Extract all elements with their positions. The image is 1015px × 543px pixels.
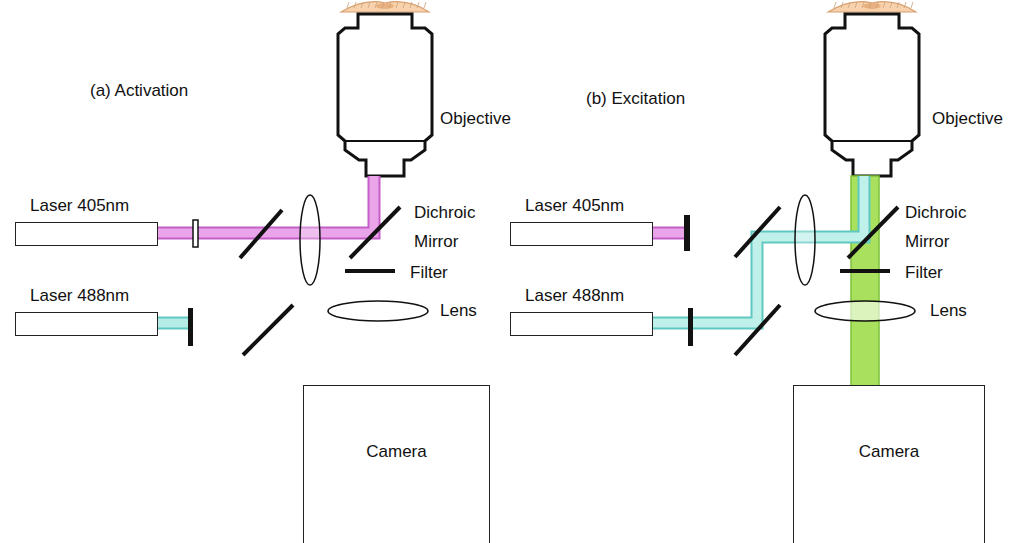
- panel-title: (a) Activation: [90, 80, 188, 101]
- cell-fibre: [354, 2, 356, 8]
- part-label: Filter: [905, 262, 943, 283]
- lens: [328, 301, 428, 321]
- laser-box: Laser 405nm: [15, 222, 158, 246]
- camera-box: Camera: [793, 385, 985, 543]
- cell-sample: [341, 2, 916, 12]
- cell-fibre: [368, 2, 370, 8]
- cyan-beam: [653, 176, 864, 323]
- laser-box: Laser 488nm: [15, 312, 158, 336]
- cell-nucleus: [376, 3, 394, 9]
- violet-beam: [158, 176, 374, 233]
- filter: [840, 269, 890, 273]
- optics: [188, 195, 915, 355]
- cyan-beam: [158, 319, 190, 328]
- cell-fibre: [361, 2, 363, 8]
- cell-fibre: [848, 2, 850, 8]
- cell-fibre: [347, 2, 349, 8]
- cell-fibre: [389, 2, 391, 8]
- objective-ring: [345, 140, 425, 142]
- cell-fibre: [876, 2, 878, 8]
- cell-fibre: [883, 2, 885, 8]
- cell-fibre: [396, 2, 398, 8]
- cell-fibre: [403, 2, 405, 8]
- cell-fibre: [834, 2, 836, 8]
- lens: [815, 301, 915, 321]
- shutter-closed: [684, 215, 690, 251]
- objective-lens: [338, 14, 919, 176]
- camera-box: Camera: [303, 385, 490, 543]
- violet-beam: [653, 229, 686, 238]
- cell-fibre: [890, 2, 892, 8]
- violet-beam: [158, 176, 374, 233]
- cyan-beam: [158, 317, 190, 330]
- cell-fibre: [862, 2, 864, 8]
- cell-fibre: [897, 2, 899, 8]
- lens: [795, 195, 815, 285]
- shutter-open: [193, 220, 198, 247]
- cell-fibre: [855, 2, 857, 8]
- cell-fibre: [410, 2, 412, 8]
- cell-fibre: [911, 2, 913, 8]
- part-label: Lens: [930, 300, 967, 321]
- cyan-beam: [653, 176, 864, 323]
- cell-fibre: [375, 2, 377, 8]
- laser-label: Laser 488nm: [525, 286, 624, 306]
- part-label: Lens: [440, 300, 477, 321]
- dichroic-mirror: [350, 207, 400, 258]
- part-label: Dichroic Mirror: [414, 198, 498, 256]
- cell-fibre: [841, 2, 843, 8]
- violet-beam: [653, 227, 686, 240]
- camera-label: Camera: [366, 442, 426, 462]
- panel-title: (b) Excitation: [586, 88, 685, 109]
- laser-label: Laser 405nm: [525, 196, 624, 216]
- lens: [300, 195, 320, 285]
- part-label: Objective: [440, 108, 511, 129]
- shutter-closed: [188, 308, 193, 346]
- camera-label: Camera: [859, 442, 919, 462]
- cell-fibre: [904, 2, 906, 8]
- cell-sample: [828, 2, 916, 12]
- objective-body: [338, 14, 432, 176]
- objective-body: [825, 14, 919, 176]
- part-label: Objective: [932, 108, 1003, 129]
- cell-nucleus: [863, 3, 881, 9]
- laser-box: Laser 405nm: [510, 222, 653, 246]
- dichroic-mirror: [848, 207, 898, 258]
- objective-ring: [832, 140, 912, 142]
- cell-fibre: [417, 2, 419, 8]
- filter: [345, 269, 395, 273]
- part-label: Filter: [410, 262, 448, 283]
- laser-box: Laser 488nm: [510, 312, 653, 336]
- laser-label: Laser 488nm: [30, 286, 129, 306]
- cell-fibre: [424, 2, 426, 8]
- mirror: [240, 210, 282, 258]
- mirror: [735, 305, 780, 355]
- light-beams: [158, 176, 879, 386]
- part-label: Dichroic Mirror: [905, 198, 989, 256]
- cell-fibre: [869, 2, 871, 8]
- shutter-closed: [688, 308, 693, 346]
- laser-label: Laser 405nm: [30, 196, 129, 216]
- cell-sample: [341, 2, 429, 12]
- cell-fibre: [382, 2, 384, 8]
- mirror: [735, 207, 780, 257]
- mirror: [243, 305, 293, 355]
